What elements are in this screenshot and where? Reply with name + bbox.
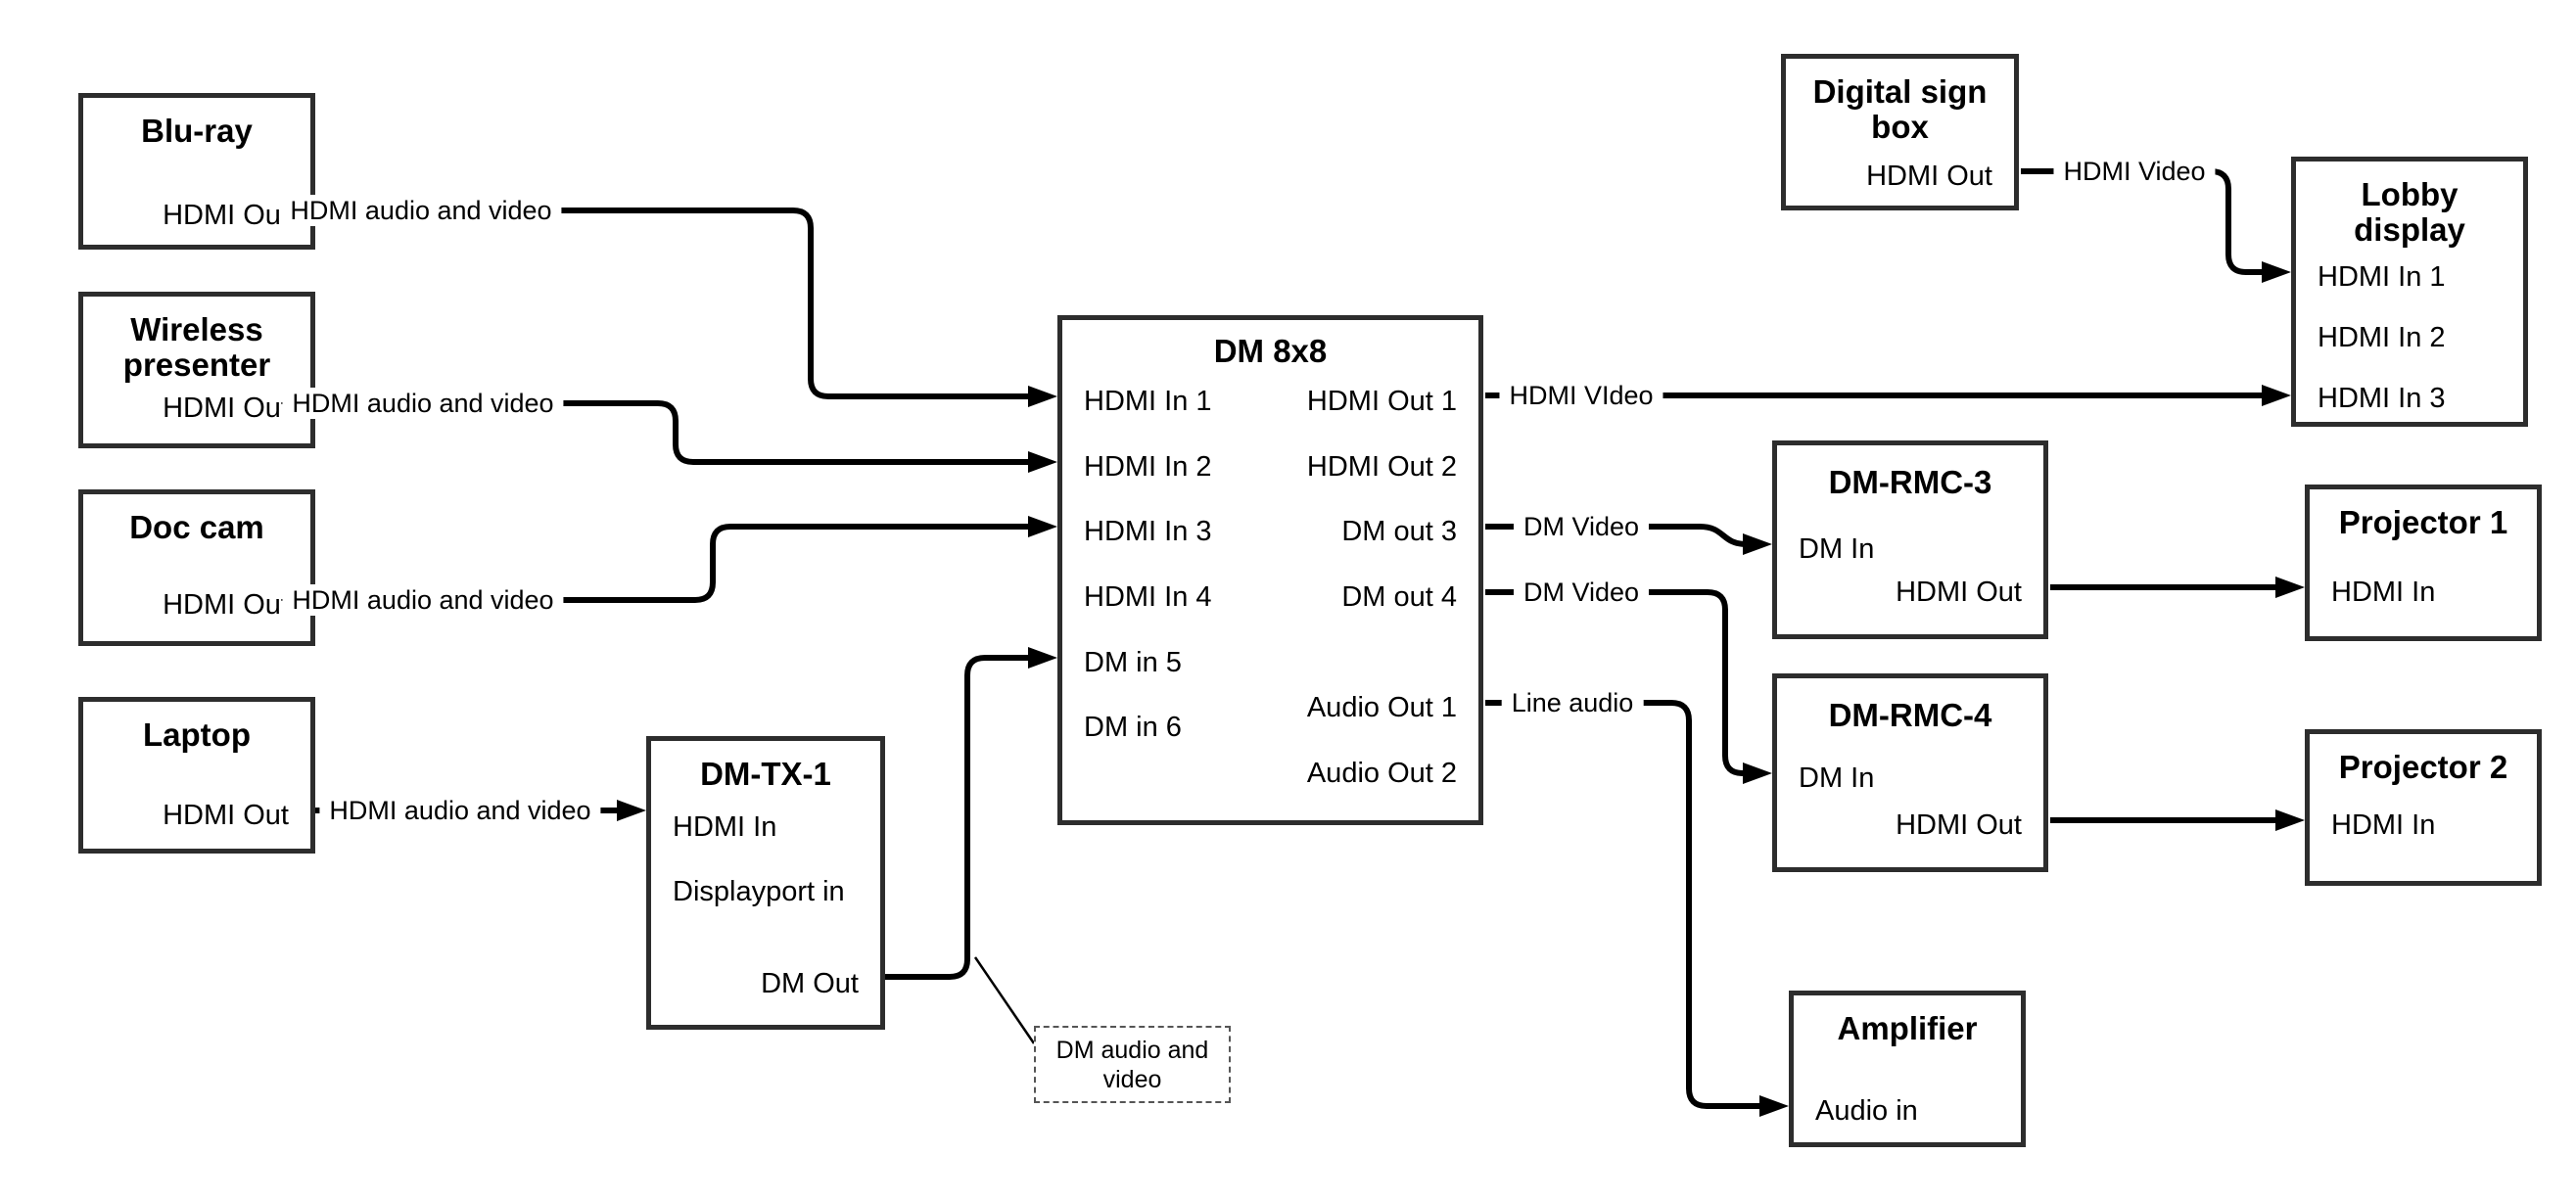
node-title: Laptop bbox=[143, 716, 251, 753]
connector-dm8x8-out4-to-dmrmc4 bbox=[1485, 589, 1751, 776]
port-dm-in: DM In bbox=[1799, 533, 1875, 565]
port-dm-out-4: DM out 4 bbox=[1341, 581, 1457, 613]
node-title: DM-RMC-4 bbox=[1828, 697, 1992, 733]
wire-label-hdmi-audio-video: HDMI audio and video bbox=[282, 584, 564, 616]
connector-dm8x8-aout1-to-amplifier bbox=[1485, 700, 1767, 1109]
node-dm-rmc-4[interactable]: DM-RMC-4 DM In HDMI Out bbox=[1772, 673, 2048, 872]
connector-bluray-to-dm8x8-in1 bbox=[315, 208, 1036, 399]
connector-dmtx1-to-dm8x8-in5 bbox=[885, 655, 1036, 980]
arrowheads bbox=[617, 261, 2305, 1117]
port-dm-out: DM Out bbox=[761, 968, 859, 999]
wire-label-dm-video: DM Video bbox=[1513, 511, 1650, 542]
port-audio-out-2: Audio Out 2 bbox=[1306, 758, 1457, 789]
node-laptop[interactable]: Laptop HDMI Out bbox=[78, 697, 315, 854]
port-hdmi-in-3: HDMI In 3 bbox=[2318, 383, 2446, 414]
port-hdmi-out: HDMI Out bbox=[163, 393, 289, 424]
node-title: DM-TX-1 bbox=[700, 756, 831, 792]
port-hdmi-out: HDMI Out bbox=[1866, 161, 1992, 192]
connector-wireless-to-dm8x8-in2 bbox=[315, 400, 1036, 465]
node-dm-tx-1[interactable]: DM-TX-1 HDMI In Displayport in DM Out bbox=[646, 736, 885, 1030]
node-dm-8x8[interactable]: DM 8x8 HDMI In 1 HDMI In 2 HDMI In 3 HDM… bbox=[1057, 315, 1483, 825]
port-hdmi-in-2: HDMI In 2 bbox=[2318, 322, 2446, 353]
node-title: Projector 1 bbox=[2338, 504, 2508, 540]
annotation-leader-line bbox=[973, 956, 1036, 1044]
port-audio-out-1: Audio Out 1 bbox=[1306, 692, 1457, 723]
port-hdmi-out-1: HDMI Out 1 bbox=[1306, 386, 1457, 417]
port-hdmi-in: HDMI In bbox=[673, 811, 777, 843]
annotation-dm-audio-video[interactable]: DM audio and video bbox=[1034, 1026, 1231, 1103]
node-title: DM-RMC-3 bbox=[1828, 464, 1992, 500]
port-hdmi-out: HDMI Out bbox=[163, 200, 289, 231]
port-hdmi-in-2: HDMI In 2 bbox=[1084, 451, 1212, 483]
connector-doccam-to-dm8x8-in3 bbox=[315, 524, 1036, 603]
node-title: DM 8x8 bbox=[1213, 333, 1328, 369]
arrowhead-icon bbox=[2275, 809, 2305, 831]
node-projector-1[interactable]: Projector 1 HDMI In bbox=[2305, 485, 2542, 641]
arrowhead-icon bbox=[1028, 516, 1057, 537]
node-wireless-presenter[interactable]: Wireless presenter HDMI Out bbox=[78, 292, 315, 448]
arrowhead-icon bbox=[1743, 762, 1772, 784]
node-title: Amplifier bbox=[1837, 1010, 1978, 1046]
node-title: Blu-ray bbox=[141, 113, 253, 149]
arrowhead-icon bbox=[2262, 261, 2291, 283]
port-hdmi-out-2: HDMI Out 2 bbox=[1306, 451, 1457, 483]
arrowhead-icon bbox=[1028, 647, 1057, 669]
node-projector-2[interactable]: Projector 2 HDMI In bbox=[2305, 729, 2542, 886]
node-dm-rmc-3[interactable]: DM-RMC-3 DM In HDMI Out bbox=[1772, 440, 2048, 639]
port-audio-in: Audio in bbox=[1815, 1095, 1918, 1127]
port-hdmi-in: HDMI In bbox=[2331, 809, 2436, 841]
wire-label-hdmi-audio-video: HDMI audio and video bbox=[282, 388, 564, 419]
arrowhead-icon bbox=[2262, 385, 2291, 406]
port-dm-in-6: DM in 6 bbox=[1084, 712, 1182, 743]
node-title: Digital sign box bbox=[1812, 73, 1988, 145]
node-bluray[interactable]: Blu-ray HDMI Out bbox=[78, 93, 315, 250]
port-dm-in-5: DM in 5 bbox=[1084, 647, 1182, 678]
port-hdmi-in: HDMI In bbox=[2331, 577, 2436, 608]
port-hdmi-out: HDMI Out bbox=[1896, 577, 2022, 608]
wire-label-hdmi-video: HDMI VIdeo bbox=[1499, 380, 1663, 411]
port-hdmi-out: HDMI Out bbox=[163, 800, 289, 831]
wire-label-hdmi-audio-video: HDMI audio and video bbox=[280, 195, 562, 226]
node-title: Projector 2 bbox=[2338, 749, 2508, 785]
node-title: Wireless presenter bbox=[122, 311, 271, 383]
arrowhead-icon bbox=[1743, 533, 1772, 555]
node-lobby-display[interactable]: Lobby display HDMI In 1 HDMI In 2 HDMI I… bbox=[2291, 157, 2528, 427]
wire-label-dm-video: DM Video bbox=[1513, 577, 1650, 608]
port-dm-in: DM In bbox=[1799, 762, 1875, 794]
port-hdmi-in-1: HDMI In 1 bbox=[2318, 261, 2446, 293]
node-doc-cam[interactable]: Doc cam HDMI Out bbox=[78, 489, 315, 646]
port-hdmi-in-1: HDMI In 1 bbox=[1084, 386, 1212, 417]
node-digital-sign-box[interactable]: Digital sign box HDMI Out bbox=[1781, 54, 2019, 210]
annotation-text: DM audio and video bbox=[1055, 1036, 1209, 1093]
arrowhead-icon bbox=[1028, 451, 1057, 473]
node-amplifier[interactable]: Amplifier Audio in bbox=[1789, 991, 2026, 1147]
node-title: Lobby display bbox=[2354, 176, 2465, 248]
port-hdmi-out: HDMI Out bbox=[1896, 809, 2022, 841]
wire-label-line-audio: Line audio bbox=[1501, 687, 1644, 718]
arrowhead-icon bbox=[1759, 1095, 1789, 1117]
connector-digitalsign-to-lobby-in1 bbox=[2021, 168, 2270, 275]
node-title: Doc cam bbox=[129, 509, 264, 545]
port-hdmi-in-3: HDMI In 3 bbox=[1084, 516, 1212, 547]
wire-label-hdmi-video: HDMI Video bbox=[2053, 156, 2216, 187]
wire-label-hdmi-audio-video: HDMI audio and video bbox=[319, 795, 601, 826]
arrowhead-icon bbox=[617, 800, 646, 821]
port-displayport-in: Displayport in bbox=[673, 876, 845, 907]
port-hdmi-out: HDMI Out bbox=[163, 589, 289, 621]
port-hdmi-in-4: HDMI In 4 bbox=[1084, 581, 1212, 613]
port-dm-out-3: DM out 3 bbox=[1341, 516, 1457, 547]
arrowhead-icon bbox=[2275, 577, 2305, 598]
arrowhead-icon bbox=[1028, 386, 1057, 407]
